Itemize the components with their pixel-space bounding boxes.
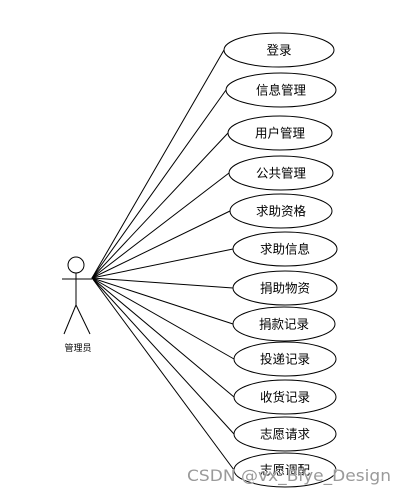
use-case-ellipse <box>227 115 333 151</box>
use-case-ellipse <box>223 32 335 68</box>
association-line-delivery-records <box>91 277 235 360</box>
use-case-label: 捐款记录 <box>259 317 309 332</box>
association-line-user-management <box>91 132 229 279</box>
association-line-volunteer-request <box>91 277 235 435</box>
association-line-receipt-records <box>91 277 235 398</box>
use-case-label: 公共管理 <box>256 166 307 181</box>
use-case-ellipse <box>232 270 338 306</box>
actor-left-leg <box>63 304 77 335</box>
actor-right-leg <box>75 304 91 335</box>
use-case-label: 求助资格 <box>256 204 307 219</box>
use-case-ellipse <box>233 416 337 452</box>
use-case-label: 登录 <box>266 43 291 58</box>
use-case-ellipse <box>232 231 338 267</box>
use-case-label: 求助信息 <box>260 242 310 257</box>
use-case-label: 捐助物资 <box>260 281 310 296</box>
use-case-volunteer-request: 志愿请求 <box>233 416 337 452</box>
use-cases: 登录信息管理用户管理公共管理求助资格求助信息捐助物资捐款记录投递记录收货记录志愿… <box>223 32 338 488</box>
use-case-info-management: 信息管理 <box>225 72 337 108</box>
association-line-aid-qualification <box>91 210 231 279</box>
association-line-donation-records <box>91 277 234 325</box>
use-case-label: 信息管理 <box>256 83 307 98</box>
use-case-delivery-records: 投递记录 <box>233 341 337 377</box>
actor-label: 管理员 <box>64 342 91 354</box>
use-case-ellipse <box>232 306 336 342</box>
use-case-ellipse <box>233 452 337 488</box>
use-case-ellipse <box>228 155 334 191</box>
use-case-donated-goods: 捐助物资 <box>232 270 338 306</box>
association-line-login <box>91 49 225 279</box>
use-case-ellipse <box>229 193 333 229</box>
association-lines <box>91 49 235 471</box>
association-line-volunteer-dispatch <box>91 277 235 471</box>
use-case-public-management: 公共管理 <box>228 155 334 191</box>
use-case-ellipse <box>233 341 337 377</box>
use-case-receipt-records: 收货记录 <box>233 379 337 415</box>
use-case-label: 投递记录 <box>260 352 310 367</box>
watermark-text: CSDN @vx_Biye_Design <box>187 466 391 486</box>
use-case-aid-info: 求助信息 <box>232 231 338 267</box>
association-line-aid-info <box>91 248 234 279</box>
association-line-donated-goods <box>91 277 234 289</box>
use-case-donation-records: 捐款记录 <box>232 306 336 342</box>
use-case-label: 志愿请求 <box>260 427 311 442</box>
actor-head <box>67 256 85 274</box>
association-line-public-management <box>91 172 230 279</box>
use-case-ellipse <box>233 379 337 415</box>
use-case-login: 登录 <box>223 32 335 68</box>
actor-figure: 管理员 <box>62 256 92 354</box>
use-case-ellipse <box>225 72 337 108</box>
use-case-volunteer-dispatch: 志愿调配 <box>233 452 337 488</box>
use-case-label: 收货记录 <box>260 390 310 405</box>
association-line-info-management <box>91 89 227 279</box>
use-case-aid-qualification: 求助资格 <box>229 193 333 229</box>
use-case-label: 志愿调配 <box>260 463 311 478</box>
use-case-label: 用户管理 <box>255 126 306 141</box>
use-case-user-management: 用户管理 <box>227 115 333 151</box>
